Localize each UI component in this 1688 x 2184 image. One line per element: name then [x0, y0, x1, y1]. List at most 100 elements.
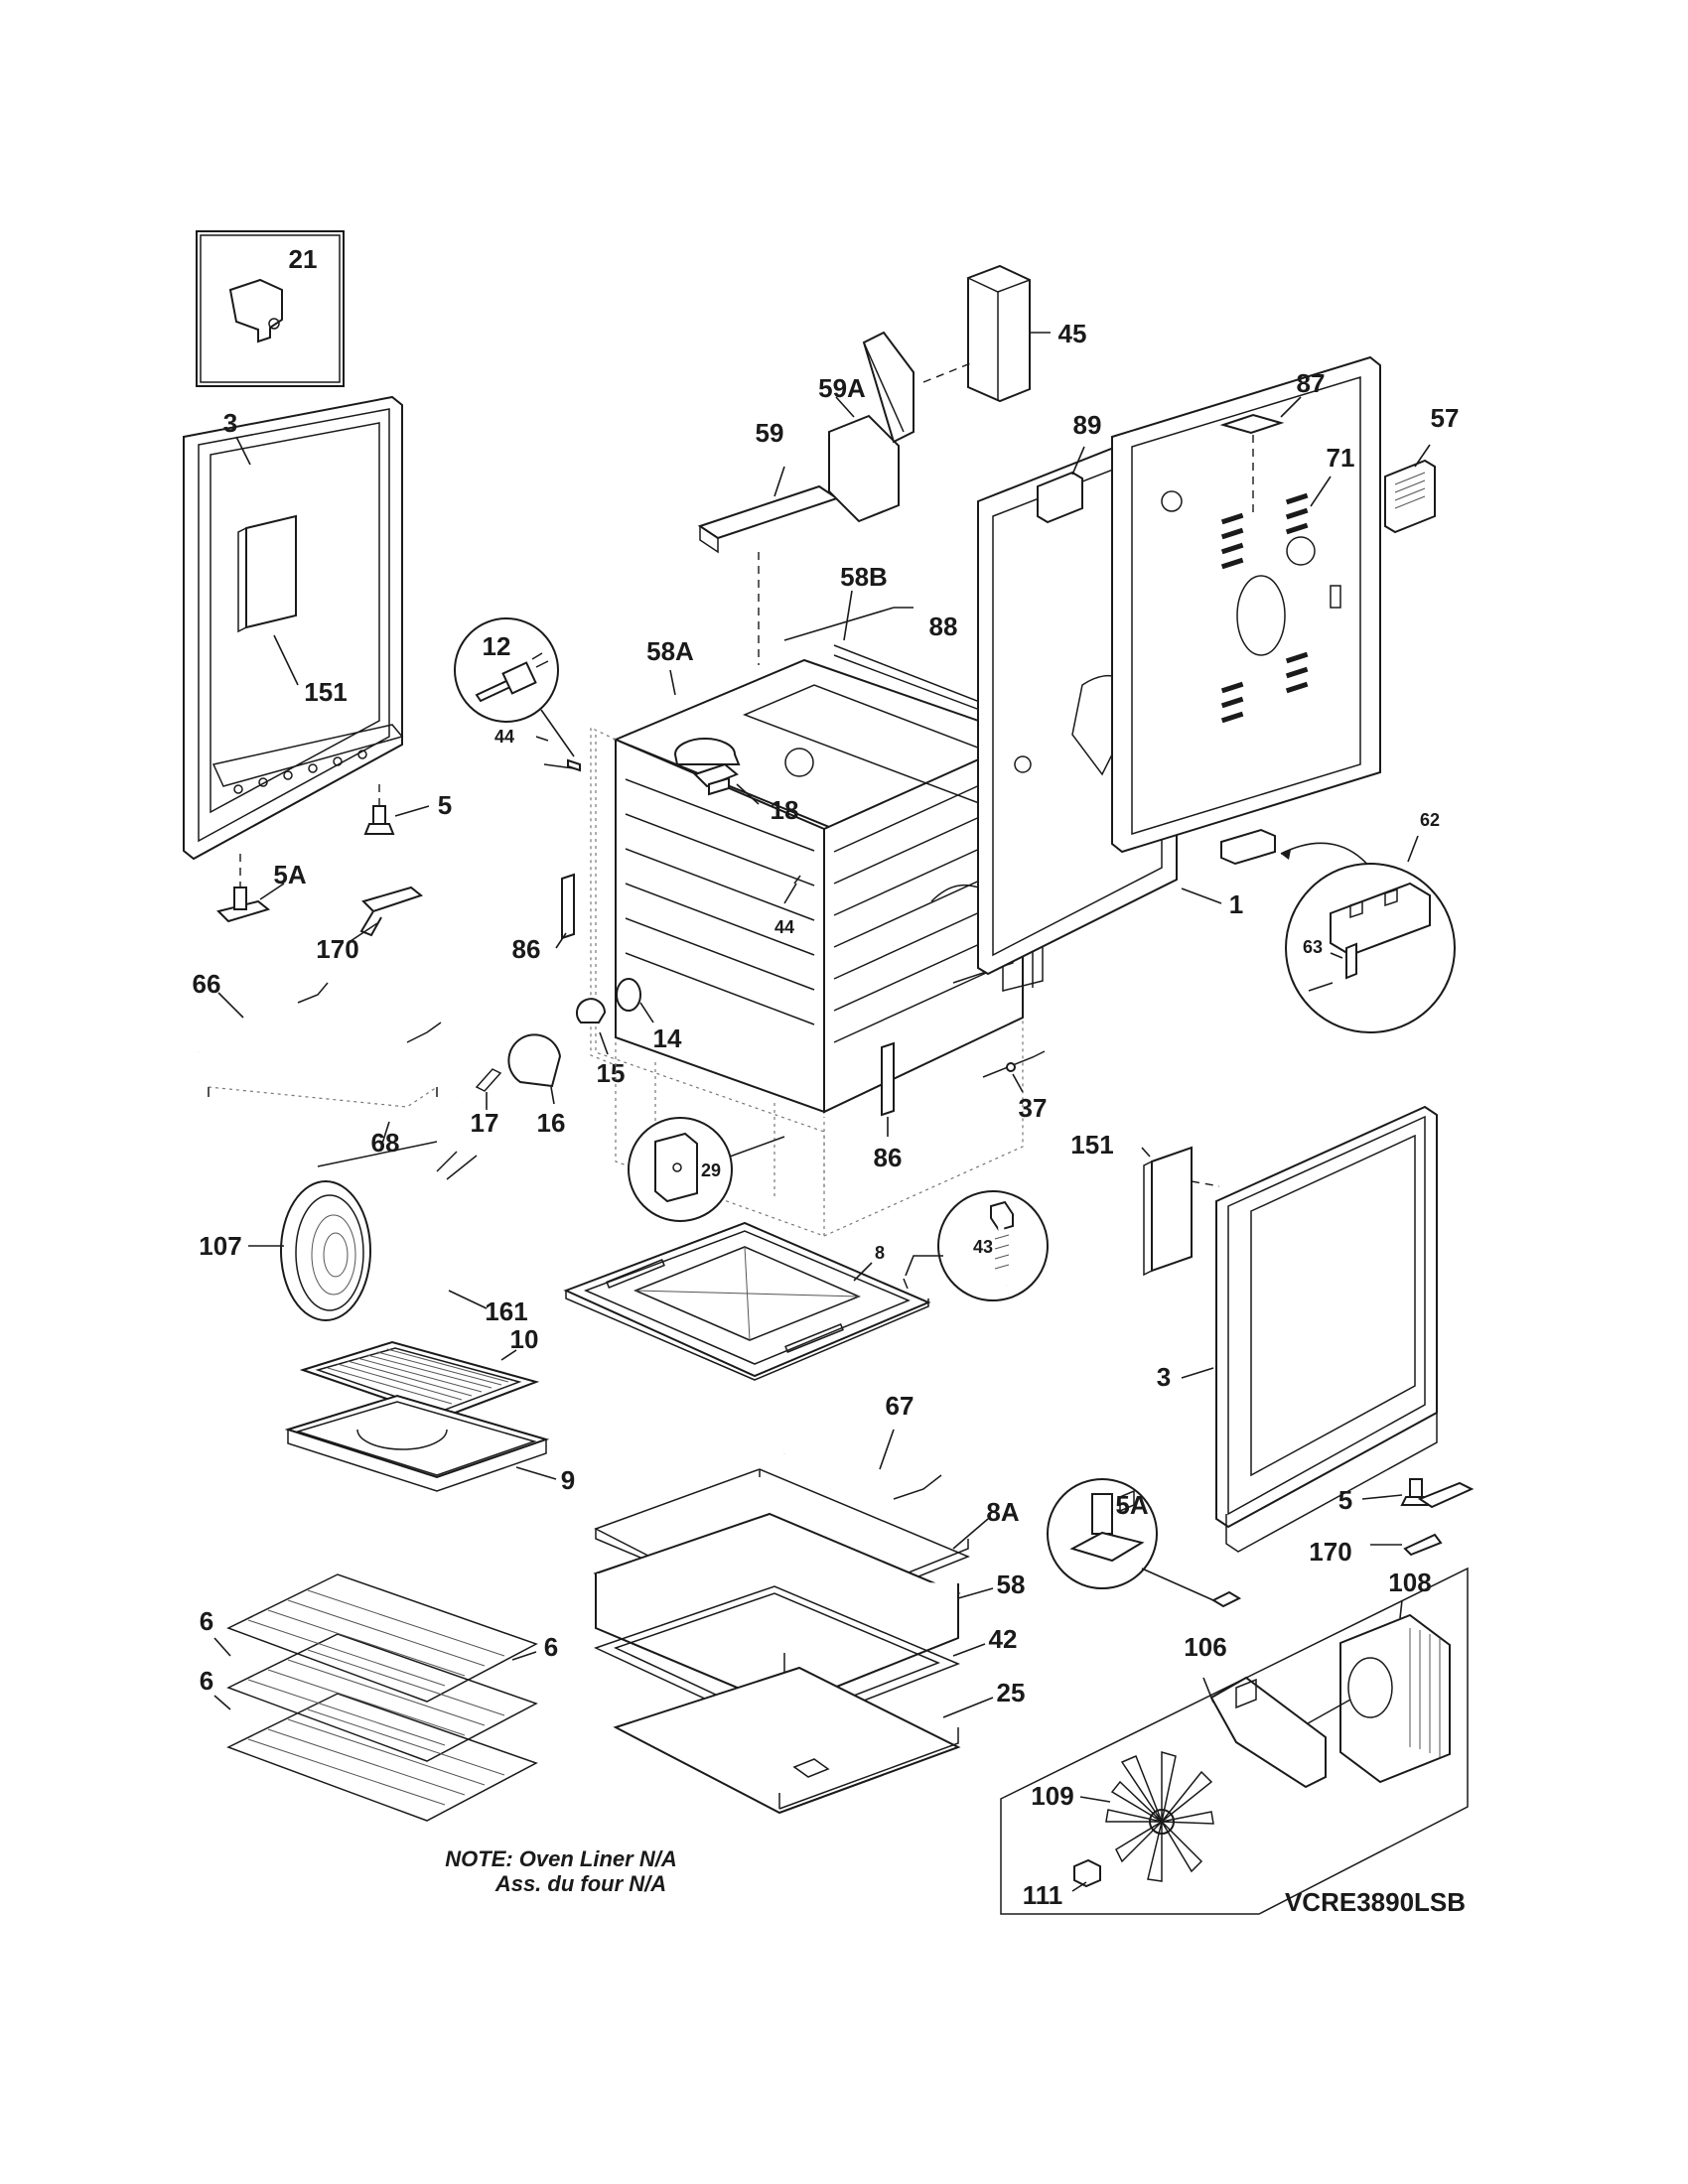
part-71-rear-panel: 71	[1111, 355, 1381, 854]
part-12-light-socket-inset: 12	[454, 617, 575, 757]
part-106-fan-bracket: 106	[1184, 1632, 1327, 1789]
callout-151-left: 151	[304, 677, 347, 707]
callout-88: 88	[929, 612, 958, 641]
callout-86-left: 86	[512, 934, 541, 964]
note-line-2: Ass. du four N/A	[494, 1871, 666, 1896]
callout-21: 21	[289, 244, 318, 274]
callout-5a-left: 5A	[273, 860, 306, 889]
part-43-screw: 43	[903, 1190, 1049, 1301]
part-21-inset: 21	[196, 230, 345, 387]
callout-43: 43	[973, 1237, 993, 1257]
callout-67: 67	[886, 1391, 914, 1421]
callout-14: 14	[653, 1024, 682, 1053]
part-5-leveling-leg-left: 5	[363, 784, 452, 835]
part-111-nut: 111	[1023, 1858, 1101, 1910]
callout-161: 161	[485, 1297, 527, 1326]
callout-5-right: 5	[1338, 1485, 1352, 1515]
part-67-bake-element: 67	[674, 1391, 942, 1546]
part-9-broil-pan: 9	[284, 1394, 575, 1495]
part-29-inset: 29	[628, 1117, 785, 1222]
part-109-fan-blade: 109	[1031, 1751, 1214, 1882]
part-16-light-lens: 16	[507, 1033, 566, 1138]
part-44-screw-mid: 44	[774, 875, 801, 937]
part-62-terminal-block: 62 63	[1220, 810, 1456, 1033]
callout-68: 68	[371, 1128, 400, 1158]
part-5a-leg-base-left: 5A	[216, 854, 307, 923]
callout-16: 16	[537, 1108, 566, 1138]
callout-58: 58	[997, 1570, 1026, 1599]
part-25-bottom-plate: 25	[613, 1666, 1025, 1815]
part-14-light-socket: 14	[616, 978, 682, 1053]
callout-59: 59	[756, 418, 784, 448]
part-17-lens-clip: 17	[471, 1068, 502, 1138]
part-108-fan-motor: 108	[1300, 1568, 1451, 1784]
callout-170-left: 170	[316, 934, 358, 964]
callout-58b: 58B	[840, 562, 888, 592]
callout-170-right: 170	[1309, 1537, 1351, 1567]
callout-6-c: 6	[200, 1666, 213, 1696]
callout-9: 9	[561, 1465, 575, 1495]
note-line-1: NOTE: Oven Liner N/A	[445, 1846, 676, 1871]
part-86-rack-support-left: 86	[512, 873, 575, 964]
part-89-bracket: 89	[1037, 410, 1101, 524]
callout-18: 18	[771, 795, 799, 825]
callout-37: 37	[1019, 1093, 1048, 1123]
part-107-convection-fan-cover: 107	[199, 1180, 371, 1321]
callout-42: 42	[989, 1624, 1018, 1654]
callout-8a: 8A	[986, 1497, 1019, 1527]
part-3-right-side-panel: 3	[1157, 1105, 1438, 1553]
callout-87: 87	[1297, 368, 1326, 398]
callout-5-left: 5	[438, 790, 452, 820]
part-59a-duct: 59A	[818, 331, 914, 523]
part-170-bracket-left: 170	[316, 886, 424, 964]
callout-5a-right: 5A	[1115, 1490, 1148, 1520]
model-number: VCRE3890LSB	[1285, 1887, 1466, 1917]
callout-8: 8	[875, 1243, 885, 1263]
part-10-broil-pan-insert: 10	[299, 1324, 540, 1420]
callout-6-b: 6	[544, 1632, 558, 1662]
callout-63: 63	[1303, 937, 1323, 957]
callout-66: 66	[193, 969, 221, 999]
part-151-right-bracket: 151	[1070, 1130, 1220, 1277]
callout-45: 45	[1058, 319, 1087, 348]
callout-15: 15	[597, 1058, 626, 1088]
callout-58a: 58A	[646, 636, 694, 666]
callout-109: 109	[1031, 1781, 1073, 1811]
convection-fan-assembly-box	[1000, 1567, 1469, 1915]
part-161-convection-element: 161	[375, 1151, 528, 1326]
callout-10: 10	[510, 1324, 539, 1354]
note: NOTE: Oven Liner N/A Ass. du four N/A	[445, 1846, 676, 1896]
callout-44-mid: 44	[774, 917, 794, 937]
part-88-wire: 88	[783, 607, 958, 641]
callout-17: 17	[471, 1108, 499, 1138]
part-59-duct: 59	[697, 418, 840, 665]
callout-44-top: 44	[494, 727, 514, 747]
part-3-left-side-panel: 3 151	[183, 395, 404, 861]
callout-29: 29	[701, 1160, 721, 1180]
part-66-bake-element: 66	[193, 969, 513, 1104]
part-57-vent-cover: 57	[1384, 403, 1460, 534]
callout-108: 108	[1388, 1568, 1431, 1597]
part-6-oven-racks: 6 6 6	[200, 1573, 558, 1822]
callout-107: 107	[199, 1231, 241, 1261]
callout-1: 1	[1229, 889, 1243, 919]
part-44-screw-top: 44	[494, 727, 582, 772]
part-15-light-bulb: 15	[576, 998, 626, 1088]
part-5-right-leg: 5	[1338, 1478, 1432, 1515]
part-45-vent: 45	[922, 264, 1087, 403]
callout-106: 106	[1184, 1632, 1226, 1662]
callout-6-a: 6	[200, 1606, 213, 1636]
part-8-bottom-panel: 8	[563, 1221, 931, 1381]
part-86-rack-support-right: 86	[874, 1041, 902, 1172]
callout-62: 62	[1420, 810, 1440, 830]
callout-59a: 59A	[818, 373, 866, 403]
callout-12: 12	[483, 631, 511, 661]
callout-3-right: 3	[1157, 1362, 1171, 1392]
part-58a-oven-cavity: 58A	[590, 636, 1036, 1191]
callout-57: 57	[1431, 403, 1460, 433]
part-68-element-shield: 68	[208, 1086, 438, 1167]
callout-3-left: 3	[223, 408, 237, 438]
callout-151-right: 151	[1070, 1130, 1113, 1160]
callout-71: 71	[1327, 443, 1355, 473]
